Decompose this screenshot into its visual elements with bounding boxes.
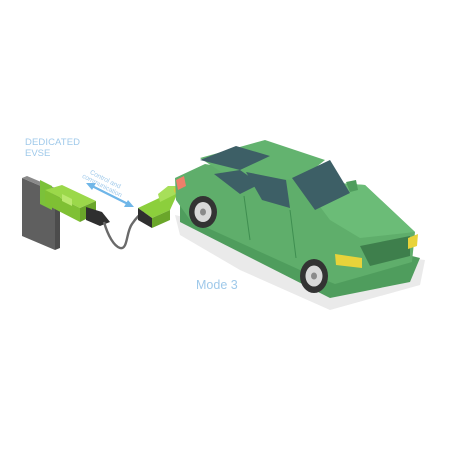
electric-car-icon [175, 140, 420, 298]
wall-socket-icon [22, 176, 60, 250]
evse-label-line2: EVSE [25, 148, 51, 159]
evse-label-line1: DEDICATED [25, 137, 81, 148]
double-arrow-icon [86, 183, 134, 207]
charging-plug-icon [45, 185, 110, 226]
vehicle-connector-icon [138, 186, 182, 228]
mode-label: Mode 3 [196, 278, 238, 292]
